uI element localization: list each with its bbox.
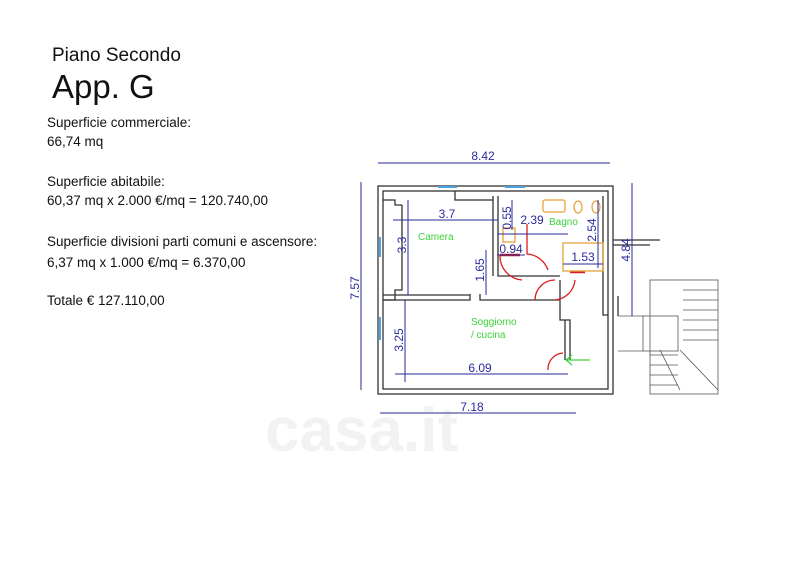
dim-bath-height: 2.54 (585, 218, 599, 242)
room-label-cucina: / cucina (471, 330, 506, 341)
room-label-camera: Camera (418, 232, 454, 243)
floor-title: Piano Secondo (52, 45, 181, 66)
dim-camera-door: 1.65 (473, 258, 487, 282)
dim-camera-width: 3.7 (439, 207, 456, 221)
dim-camera-height: 3.3 (395, 236, 409, 253)
dimension-lines (360, 162, 633, 414)
commercial-label: Superficie commerciale: (47, 115, 192, 130)
walls (377, 185, 660, 395)
dim-bath-width: 2.39 (520, 213, 544, 227)
dim-top: 8.42 (471, 149, 495, 163)
stairs (618, 279, 719, 395)
livable-label: Superficie abitabile: (47, 174, 165, 189)
dim-bottom: 7.18 (460, 400, 484, 414)
doors (499, 224, 585, 371)
bathroom-fixtures (502, 199, 604, 272)
commercial-value: 66,74 mq (47, 134, 104, 149)
dim-left: 7.57 (348, 276, 362, 300)
watermark: casa.it (265, 396, 459, 465)
common-label: Superficie divisioni parti comuni e asce… (47, 234, 318, 249)
dim-closet: 0.55 (500, 206, 514, 230)
room-label-bagno: Bagno (549, 217, 578, 228)
room-label-soggiorno: Soggiorno (471, 317, 517, 328)
dim-right: 4.84 (619, 238, 633, 262)
dim-living-width: 6.09 (468, 361, 492, 375)
entrance-arrow-icon (565, 354, 590, 366)
dim-living-height: 3.25 (392, 328, 406, 352)
windows (379, 186, 525, 340)
livable-value: 60,37 mq x 2.000 €/mq = 120.740,00 (47, 193, 269, 208)
common-value: 6,37 mq x 1.000 €/mq = 6.370,00 (47, 255, 246, 270)
dim-hall: 0.94 (499, 242, 523, 256)
total-price: Totale € 127.110,00 (47, 293, 165, 308)
apartment-title: App. G (52, 68, 155, 105)
dim-bath-small: 1.53 (571, 250, 595, 264)
